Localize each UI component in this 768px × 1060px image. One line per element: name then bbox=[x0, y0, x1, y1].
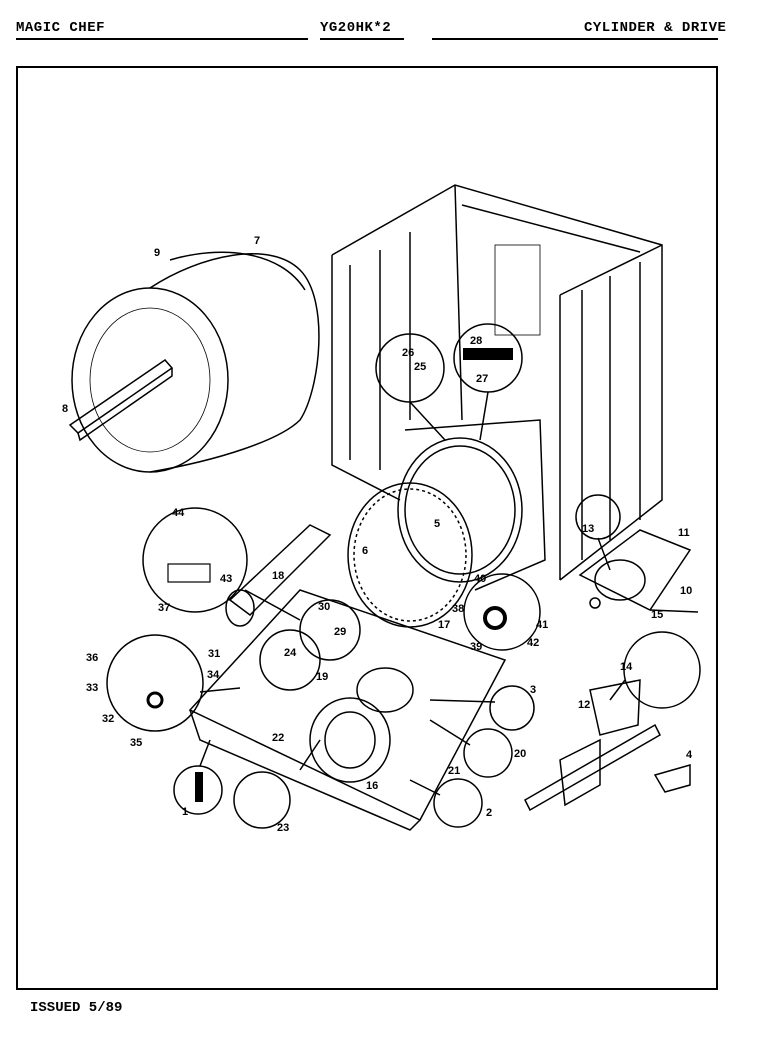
detail-circle-1 bbox=[173, 765, 223, 815]
callout-44: 44 bbox=[172, 507, 185, 519]
callout-24: 24 bbox=[284, 647, 297, 659]
callout-26: 26 bbox=[402, 347, 414, 359]
issued-date: ISSUED 5/89 bbox=[30, 1000, 123, 1016]
detail-circle-3 bbox=[489, 685, 535, 731]
callout-3: 3 bbox=[530, 684, 536, 696]
callout-21: 21 bbox=[448, 765, 460, 777]
callout-34: 34 bbox=[207, 669, 220, 681]
brand-title: MAGIC CHEF bbox=[16, 20, 106, 36]
callout-13: 13 bbox=[582, 523, 594, 535]
callout-1: 1 bbox=[182, 806, 188, 818]
callout-11: 11 bbox=[678, 527, 690, 539]
callout-6: 6 bbox=[362, 545, 368, 557]
detail-circle-38-42 bbox=[463, 573, 541, 651]
callout-5: 5 bbox=[434, 518, 440, 530]
section-title: CYLINDER & DRIVE bbox=[584, 20, 727, 36]
callout-7: 7 bbox=[254, 235, 260, 247]
cover-plate bbox=[653, 764, 691, 793]
callout-32: 32 bbox=[102, 713, 114, 725]
base-pan bbox=[188, 589, 507, 831]
idler-bracket bbox=[524, 679, 661, 812]
detail-circle-31-37 bbox=[106, 634, 204, 732]
callout-43: 43 bbox=[220, 573, 232, 585]
header-rule-right bbox=[432, 38, 718, 40]
detail-circle-14 bbox=[623, 631, 701, 709]
header-rule-mid bbox=[320, 38, 404, 40]
callout-27: 27 bbox=[476, 373, 488, 385]
callout-20: 20 bbox=[514, 748, 526, 760]
callout-12: 12 bbox=[578, 699, 590, 711]
callout-41: 41 bbox=[536, 619, 548, 631]
callout-35: 35 bbox=[130, 737, 142, 749]
callout-29: 29 bbox=[334, 626, 346, 638]
callout-40: 40 bbox=[474, 573, 486, 585]
callout-4: 4 bbox=[686, 749, 693, 761]
callout-17: 17 bbox=[438, 619, 450, 631]
callout-15: 15 bbox=[651, 609, 663, 621]
callout-36: 36 bbox=[86, 652, 98, 664]
callout-30: 30 bbox=[318, 601, 330, 613]
callout-38: 38 bbox=[452, 603, 464, 615]
drive-motor bbox=[578, 529, 699, 613]
callout-9: 9 bbox=[154, 247, 160, 259]
callout-19: 19 bbox=[316, 671, 328, 683]
detail-circle-23 bbox=[233, 771, 291, 829]
callout-8: 8 bbox=[62, 403, 68, 415]
drum-cylinder bbox=[71, 251, 320, 473]
callout-39: 39 bbox=[470, 641, 482, 653]
callout-14: 14 bbox=[620, 661, 633, 673]
detail-circle-29-30 bbox=[299, 599, 361, 661]
callout-42: 42 bbox=[527, 637, 539, 649]
diagram-frame bbox=[16, 66, 718, 990]
drum-baffle bbox=[68, 359, 174, 442]
callout-33: 33 bbox=[86, 682, 98, 694]
callout-18: 18 bbox=[272, 570, 284, 582]
cabinet bbox=[331, 184, 663, 581]
detail-circle-43-44 bbox=[142, 507, 248, 613]
detail-circle-2 bbox=[433, 778, 483, 828]
callout-23: 23 bbox=[277, 822, 289, 834]
exhaust-duct bbox=[225, 524, 332, 627]
callout-10: 10 bbox=[680, 585, 692, 597]
callout-31: 31 bbox=[208, 648, 220, 660]
callout-28: 28 bbox=[470, 335, 482, 347]
callout-37: 37 bbox=[158, 602, 170, 614]
callout-25: 25 bbox=[414, 361, 426, 373]
callout-22: 22 bbox=[272, 732, 284, 744]
detail-circle-20 bbox=[463, 728, 513, 778]
callout-2: 2 bbox=[486, 807, 492, 819]
header-rule-left bbox=[16, 38, 308, 40]
detail-circle-24 bbox=[259, 629, 321, 691]
model-number: YG20HK*2 bbox=[320, 20, 392, 36]
callout-16: 16 bbox=[366, 780, 378, 792]
